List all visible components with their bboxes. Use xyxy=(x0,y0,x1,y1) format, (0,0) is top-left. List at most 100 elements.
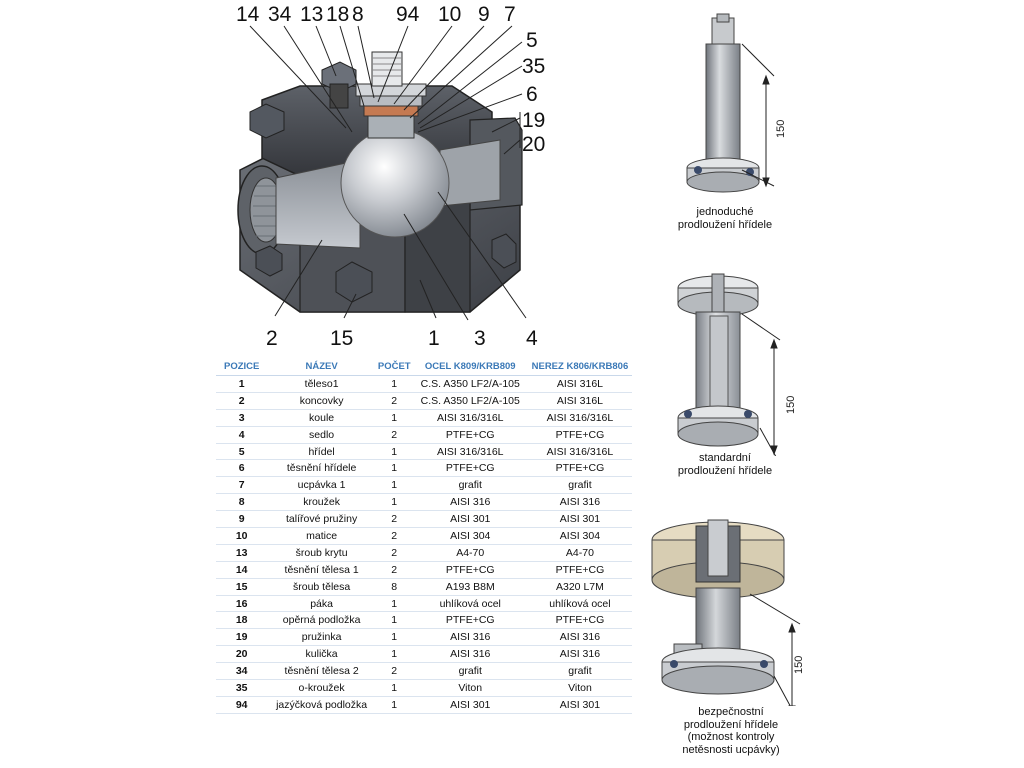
cell-count: 1 xyxy=(375,409,413,427)
callout-15: 15 xyxy=(330,327,354,350)
callout-20: 20 xyxy=(522,133,546,156)
callout-9: 9 xyxy=(478,3,490,26)
callout-2: 2 xyxy=(266,327,278,350)
cell-steel: AISI 304 xyxy=(412,527,528,545)
callout-19: 19 xyxy=(522,109,546,132)
cell-stainless: AISI 316 xyxy=(527,628,632,647)
cell-position: 14 xyxy=(216,561,268,579)
cell-steel: AISI 316/316L xyxy=(412,409,528,427)
cell-name: opěrná podložka xyxy=(267,611,376,630)
standard-extension-illustration xyxy=(677,273,781,456)
cell-position: 16 xyxy=(216,595,268,613)
cell-stainless: PTFE+CG xyxy=(527,561,632,579)
cell-position: 4 xyxy=(216,426,268,444)
parts-table: POZICE NÁZEV POČET OCEL K809/KRB809 NERE… xyxy=(216,360,632,714)
cell-count: 1 xyxy=(375,595,413,613)
cell-steel: C.S. A350 LF2/A-105 xyxy=(412,375,528,393)
simple-extension-illustration xyxy=(686,13,775,193)
cell-stainless: PTFE+CG xyxy=(527,426,632,444)
cell-stainless: PTFE+CG xyxy=(527,459,632,478)
cell-steel: PTFE+CG xyxy=(412,611,528,630)
callout-18: 18 xyxy=(326,3,350,26)
safety-extension-dimension-text: 150 xyxy=(793,656,805,674)
header-position: POZICE xyxy=(216,360,268,376)
cell-steel: AISI 316 xyxy=(412,493,528,512)
cell-count: 1 xyxy=(375,679,413,697)
cell-stainless: AISI 316L xyxy=(527,375,632,393)
cell-position: 7 xyxy=(216,476,268,495)
cell-count: 1 xyxy=(375,476,413,495)
cell-steel: AISI 316 xyxy=(412,645,528,664)
cell-stainless: AISI 316L xyxy=(527,392,632,410)
cell-count: 2 xyxy=(375,426,413,444)
cell-name: hřídel xyxy=(267,443,376,461)
caption-line: prodloužení hřídele xyxy=(677,219,773,231)
cell-name: páka xyxy=(267,595,376,613)
cell-position: 20 xyxy=(216,645,268,664)
cell-name: šroub tělesa xyxy=(267,578,376,596)
ball-part xyxy=(340,128,450,238)
cell-name: těsnění hřídele xyxy=(267,459,376,478)
leader-lines xyxy=(249,25,527,321)
cell-name: kulička xyxy=(267,645,376,664)
callout-35: 35 xyxy=(522,55,546,78)
cell-position: 19 xyxy=(216,628,268,647)
stem-assembly xyxy=(355,51,427,139)
cell-stainless: AISI 304 xyxy=(527,527,632,545)
cell-steel: PTFE+CG xyxy=(412,459,528,478)
callout-14: 14 xyxy=(236,3,260,26)
callout-7: 7 xyxy=(504,3,516,26)
callout-8: 8 xyxy=(352,3,364,26)
cell-count: 2 xyxy=(375,510,413,529)
cell-position: 5 xyxy=(216,443,268,461)
cell-count: 2 xyxy=(375,527,413,545)
callout-4: 4 xyxy=(526,327,538,350)
header-steel: OCEL K809/KRB809 xyxy=(412,360,528,376)
cell-steel: AISI 301 xyxy=(412,696,528,714)
header-name: NÁZEV xyxy=(267,360,376,376)
callout-10: 10 xyxy=(438,3,462,26)
cell-stainless: AISI 301 xyxy=(527,696,632,714)
cell-stainless: grafit xyxy=(527,476,632,495)
cell-steel: grafit xyxy=(412,662,528,681)
cell-steel: C.S. A350 LF2/A-105 xyxy=(412,392,528,410)
cell-name: koncovky xyxy=(267,392,376,410)
cell-count: 2 xyxy=(375,561,413,579)
callout-13: 13 xyxy=(300,3,324,26)
simple-extension-dimension: 150 xyxy=(775,120,787,138)
safety-extension-caption: bezpečnostní prodloužení hřídele (možnos… xyxy=(646,706,816,756)
cell-position: 13 xyxy=(216,544,268,562)
cell-count: 1 xyxy=(375,645,413,664)
cell-position: 94 xyxy=(216,696,268,714)
safety-extension-illustration xyxy=(651,519,801,706)
caption-line: (možnost kontroly xyxy=(687,731,775,743)
cell-position: 2 xyxy=(216,392,268,410)
callout-6: 6 xyxy=(526,83,538,106)
callout-5: 5 xyxy=(526,29,538,52)
callout-1: 1 xyxy=(428,327,440,350)
cell-count: 1 xyxy=(375,696,413,714)
cell-steel: uhlíková ocel xyxy=(412,595,528,613)
cell-name: sedlo xyxy=(267,426,376,444)
cell-stainless: AISI 316/316L xyxy=(527,409,632,427)
parts-table-header: POZICE NÁZEV POČET OCEL K809/KRB809 NERE… xyxy=(216,360,632,376)
callout-3: 3 xyxy=(474,327,486,350)
cell-steel: A4-70 xyxy=(412,544,528,562)
cell-count: 1 xyxy=(375,459,413,478)
cell-position: 34 xyxy=(216,662,268,681)
caption-line: netěsnosti ucpávky) xyxy=(682,743,780,756)
caption-line: standardní xyxy=(699,452,751,464)
